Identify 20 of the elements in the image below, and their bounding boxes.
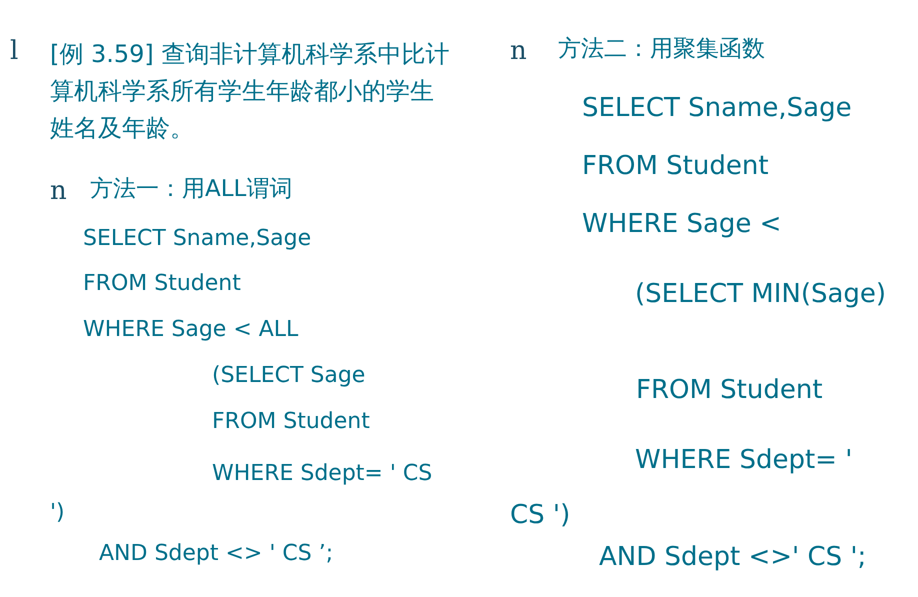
bullet-marker: l xyxy=(10,36,18,68)
text-line: WHERE Sage < xyxy=(582,209,782,240)
text-line: AND Sdept <>' CS '; xyxy=(599,542,866,574)
text-line: FROM Student xyxy=(212,409,370,436)
text-line: SELECT Sname,Sage xyxy=(582,93,852,124)
text-paragraph: WHERE Sdept= ' CS ') xyxy=(50,460,434,526)
text-line: AND Sdept <> ' CS ’; xyxy=(99,541,334,568)
text-line: FROM Student xyxy=(636,375,823,406)
text-line: FROM Student xyxy=(582,151,769,182)
bullet-marker: n xyxy=(50,176,67,208)
text-line: FROM Student xyxy=(83,271,241,298)
text-paragraph: (SELECT MIN(Sage) xyxy=(634,278,888,311)
text-line: SELECT Sname,Sage xyxy=(83,226,312,252)
text-line: (SELECT Sage xyxy=(212,363,366,390)
text-paragraph: WHERE Sdept= ' CS ') xyxy=(510,444,854,532)
text-line: WHERE Sage < ALL xyxy=(83,317,298,344)
text-line: 方法二：用聚集函数 xyxy=(558,36,765,64)
text-paragraph: [例 3.59] 查询非计算机科学系中比计算机科学系所有学生年龄都小的学生姓名及年龄。 xyxy=(50,39,450,144)
text-line: 方法一：用ALL谓词 xyxy=(90,176,292,204)
bullet-marker: n xyxy=(510,36,527,68)
